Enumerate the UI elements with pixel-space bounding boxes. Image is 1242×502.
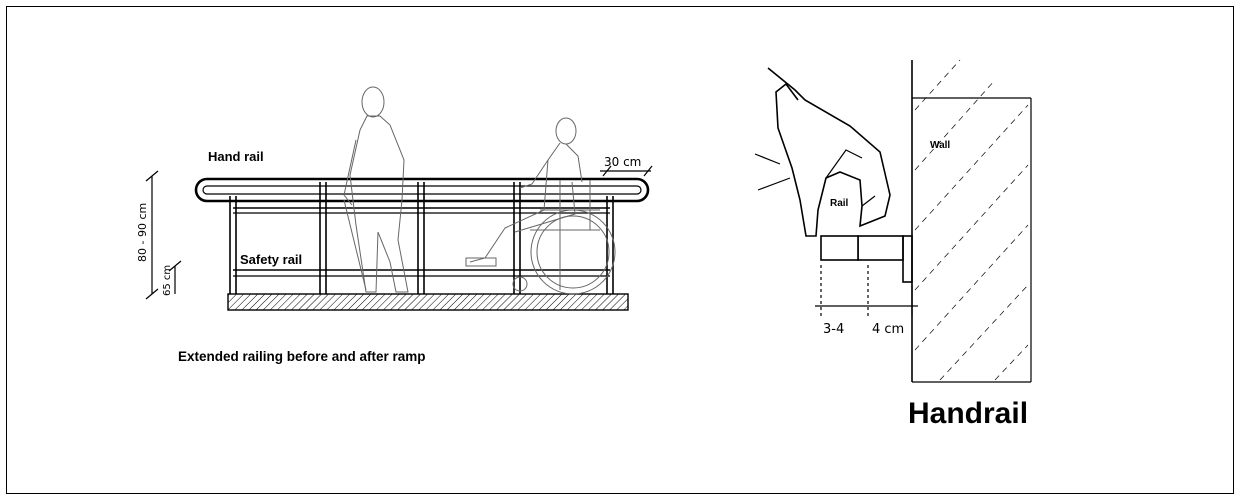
rail-dimensions: 3-4 4 cm [815,265,918,337]
wall-gap-value: 4 cm [872,322,904,337]
rail-height-dimension: 80 - 90 cm [136,170,159,300]
ramp-elevation: Hand rail Safety rail Extended railing b… [136,86,653,364]
ramp-caption: Extended railing before and after ramp [178,349,426,364]
rail-width-value: 3-4 [823,322,844,337]
wall-label: Wall [930,140,950,151]
wheelchair-user-figure [465,117,616,295]
hand-rail-bar [194,177,650,203]
detail-title: Handrail [908,397,1028,430]
walking-person-figure [343,86,409,293]
safety-height-dimension: 65 cm [162,260,182,296]
wall-bracket-plate [902,235,913,283]
bracket-arm [857,235,904,261]
rail-section [820,235,859,261]
extension-value: 30 cm [604,155,641,169]
handrail-detail: Wall Rail 3-4 4 cm Handrail [754,59,1032,430]
rail-label: Rail [830,198,849,209]
hand-grip-figure [767,67,891,237]
diagram-frame [6,6,1234,494]
extension-dimension: 30 cm [600,155,653,177]
wall-hatching [914,59,1029,381]
ramp-floor-slab [227,293,629,311]
safety-height-value: 65 cm [162,265,173,296]
rail-posts [229,182,614,294]
hand-rail-label: Hand rail [208,149,264,164]
safety-rail-label: Safety rail [240,252,302,267]
rail-height-value: 80 - 90 cm [136,203,149,262]
